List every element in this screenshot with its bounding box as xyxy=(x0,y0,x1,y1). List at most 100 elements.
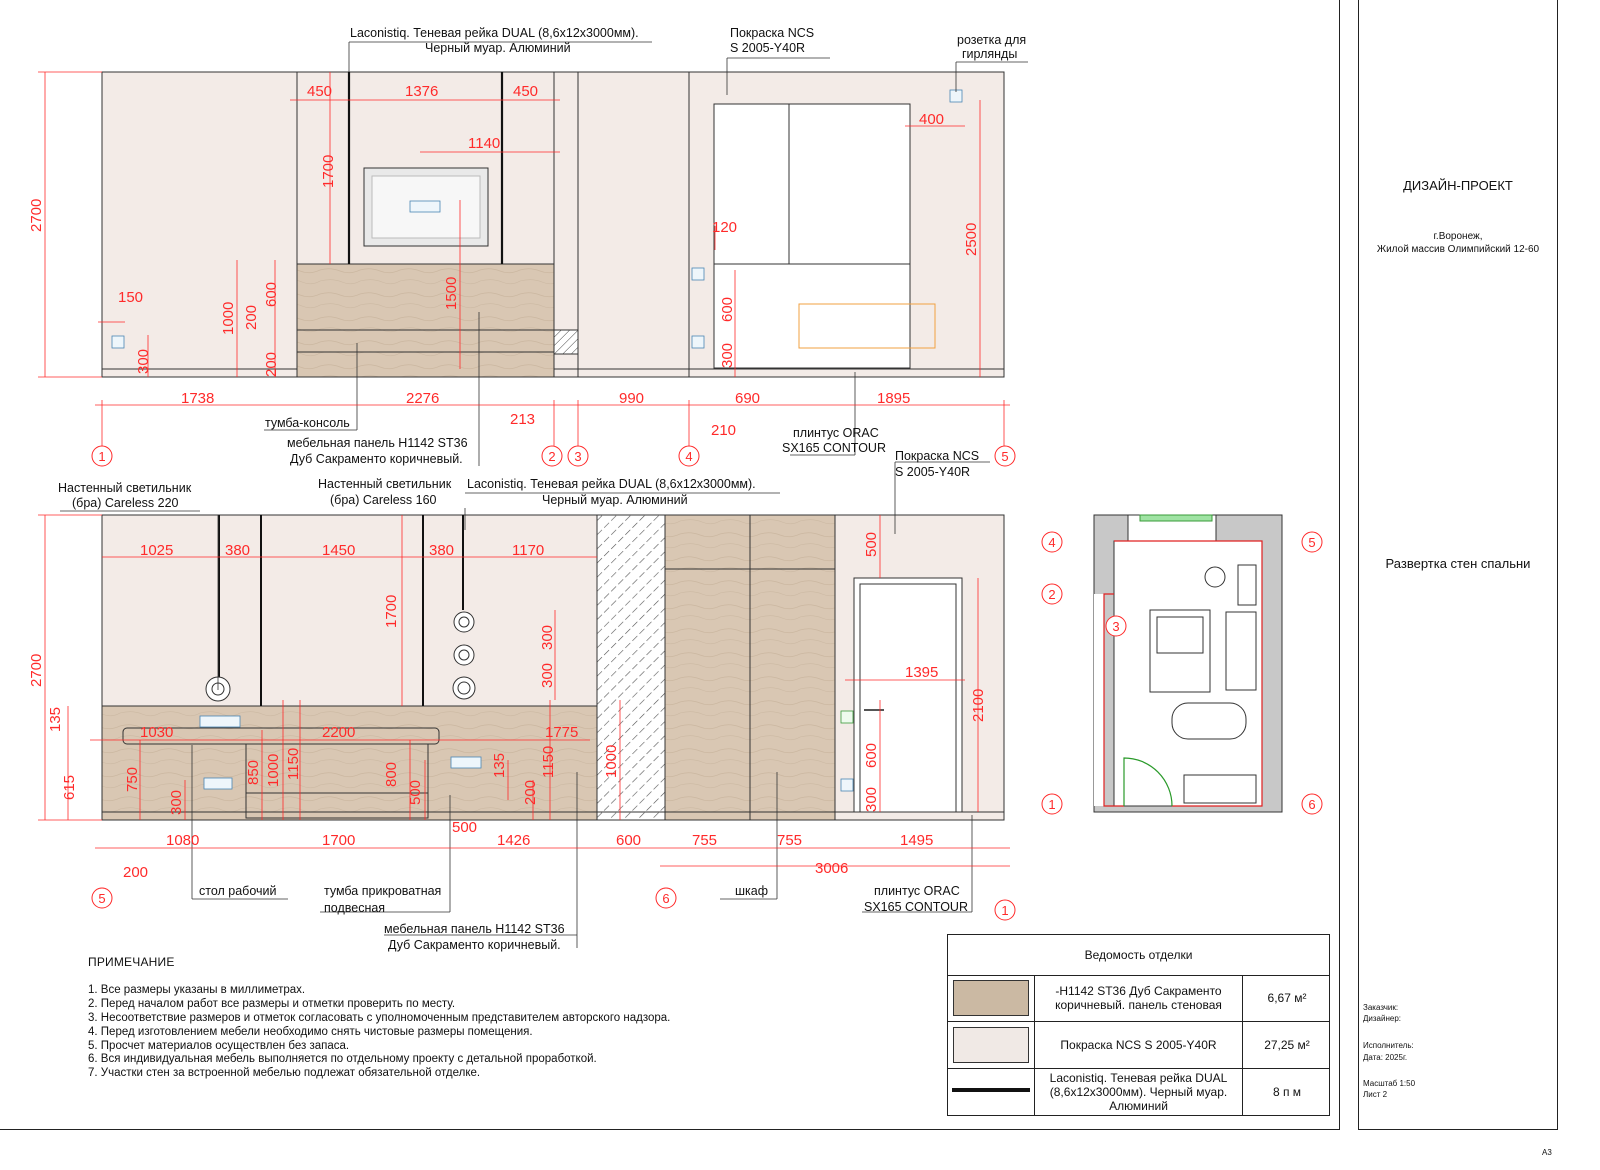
bottom-elevation xyxy=(101,514,1005,821)
top-axis-3: 3 xyxy=(574,449,581,464)
project-address: Жилой массив Олимпийский 12-60 xyxy=(1376,244,1540,255)
bottom-panel-label-2: Дуб Сакраменто коричневый. xyxy=(388,938,561,952)
finish-quantity: 27,25 м² xyxy=(1264,1038,1310,1052)
dim-bot-500c: 500 xyxy=(452,819,477,836)
dim-bot-600b: 600 xyxy=(616,832,641,849)
finish-schedule: Ведомость отделки -H1142 ST36 Дуб Сакрам… xyxy=(947,934,1330,1116)
dim-bot-2100: 2100 xyxy=(970,689,987,722)
bottom-axis-6: 6 xyxy=(662,891,669,906)
title-block-frame xyxy=(1358,0,1558,1130)
dim-top-990: 990 xyxy=(619,390,644,407)
note-item: 5. Просчет материалов осуществлен без за… xyxy=(88,1039,350,1052)
dim-bot-1000b: 1000 xyxy=(603,745,620,778)
dim-bot-3006: 3006 xyxy=(815,860,848,877)
dim-bot-500: 500 xyxy=(863,532,880,557)
bottom-lamp1-label-2: (бра) Careless 220 xyxy=(72,496,179,510)
dim-top-450b: 450 xyxy=(513,83,538,100)
note-item: 7. Участки стен за встроенной мебелью по… xyxy=(88,1067,481,1080)
finish-swatch xyxy=(948,1022,1035,1068)
dim-bot-755a: 755 xyxy=(692,832,717,849)
bottom-bedside-label: тумба прикроватная xyxy=(324,884,441,898)
finish-swatch xyxy=(948,1069,1035,1115)
dim-bot-1025: 1025 xyxy=(140,542,173,559)
dim-bot-600: 600 xyxy=(863,743,880,768)
note-item: 4. Перед изготовлением мебели необходимо… xyxy=(88,1025,533,1038)
project-city: г.Воронеж, xyxy=(1433,231,1483,242)
date-label: Дата: 2025г. xyxy=(1363,1053,1408,1062)
finish-swatch xyxy=(948,975,1035,1021)
bottom-panel-label: мебельная панель H1142 ST36 xyxy=(384,922,565,936)
note-item: 3. Несоответствие размеров и отметок сог… xyxy=(88,1011,671,1024)
finish-description: Laconistiq. Теневая рейка DUAL (8,6х12х3… xyxy=(1035,1069,1243,1115)
dim-bot-1700: 1700 xyxy=(383,595,400,628)
top-hatched-insert xyxy=(553,329,579,355)
dim-top-600: 600 xyxy=(263,282,280,307)
plan-axis-6: 6 xyxy=(1308,797,1315,812)
top-panel-label: мебельная панель H1142 ST36 xyxy=(287,436,468,450)
dim-bot-850: 850 xyxy=(245,760,262,785)
dim-bot-1700b: 1700 xyxy=(322,832,355,849)
dim-bot-755b: 755 xyxy=(777,832,802,849)
dim-top-213: 213 xyxy=(510,411,535,428)
plan-axis-4: 4 xyxy=(1048,535,1055,550)
top-panel-label-2: Дуб Сакраменто коричневый. xyxy=(290,452,463,466)
dim-bot-380b: 380 xyxy=(429,542,454,559)
note-item: 1. Все размеры указаны в миллиметрах. xyxy=(88,983,306,996)
dim-bot-1150: 1150 xyxy=(285,748,302,780)
dim-bot-135b: 135 xyxy=(491,753,508,778)
dim-bot-1495: 1495 xyxy=(900,832,933,849)
dim-bot-380a: 380 xyxy=(225,542,250,559)
dim-top-height: 2700 xyxy=(28,199,45,232)
bottom-desk-label: стол рабочий xyxy=(199,884,277,898)
paper-format-label: А3 xyxy=(1542,1148,1552,1157)
finish-description: Покраска NCS S 2005-Y40R xyxy=(1035,1022,1243,1068)
bottom-paint-label: Покраска NCS xyxy=(895,449,979,463)
dim-top-300b: 300 xyxy=(719,343,736,368)
dim-top-1895: 1895 xyxy=(877,390,910,407)
bedroom-plan xyxy=(1093,514,1283,813)
dimension-lines xyxy=(38,71,1010,867)
dim-bot-135: 135 xyxy=(47,707,64,732)
dim-top-200: 200 xyxy=(243,305,260,330)
dim-bot-1000: 1000 xyxy=(265,754,282,787)
top-axis-5: 5 xyxy=(1001,449,1008,464)
dim-bot-500b: 500 xyxy=(407,780,424,805)
dim-bot-300b: 300 xyxy=(539,663,556,688)
top-socket-label: розетка для xyxy=(957,33,1026,47)
top-axis-2: 2 xyxy=(548,449,555,464)
finish-row: Покраска NCS S 2005-Y40R 27,25 м² xyxy=(948,1022,1329,1069)
dim-bot-615: 615 xyxy=(61,775,78,800)
dim-bot-300d: 300 xyxy=(863,787,880,812)
sheet-title: Развертка стен спальни xyxy=(1385,556,1531,571)
top-paint-label-2: S 2005-Y40R xyxy=(730,41,805,55)
elevations-drawing: Laconistiq. Теневая рейка DUAL (8,6х12х3… xyxy=(28,26,1323,952)
note-item: 2. Перед началом работ все размеры и отм… xyxy=(88,997,456,1010)
dim-top-1738: 1738 xyxy=(181,390,214,407)
bottom-bedside-label-2: подвесная xyxy=(324,901,385,915)
top-axis-4: 4 xyxy=(685,449,692,464)
dim-top-690: 690 xyxy=(735,390,760,407)
top-rail-label: Laconistiq. Теневая рейка DUAL (8,6х12х3… xyxy=(350,26,639,40)
executor-label: Исполнитель: xyxy=(1363,1041,1414,1050)
dim-bot-1080: 1080 xyxy=(166,832,199,849)
plan-axis-3: 3 xyxy=(1112,619,1119,634)
dim-top-450a: 450 xyxy=(307,83,332,100)
dim-bot-1450: 1450 xyxy=(322,542,355,559)
dim-top-600b: 600 xyxy=(719,297,736,322)
top-console-panel xyxy=(296,263,555,378)
sheet-number-label: Лист 2 xyxy=(1363,1090,1388,1099)
bottom-axis-5: 5 xyxy=(98,891,105,906)
dim-bot-1170: 1170 xyxy=(512,542,544,559)
bottom-hatched-column xyxy=(596,514,666,821)
customer-label: Заказчик: xyxy=(1363,1003,1399,1012)
dim-top-1140: 1140 xyxy=(468,135,500,152)
bottom-rail-label: Laconistiq. Теневая рейка DUAL (8,6х12х3… xyxy=(467,477,756,491)
project-type: ДИЗАЙН-ПРОЕКТ xyxy=(1403,178,1513,193)
dim-bot-800: 800 xyxy=(383,762,400,787)
dim-top-1700: 1700 xyxy=(320,155,337,188)
dim-bot-750: 750 xyxy=(124,767,141,792)
bottom-wood-panel xyxy=(101,705,598,821)
notes-block: ПРИМЕЧАНИЕ 1. Все размеры указаны в милл… xyxy=(88,955,671,1081)
wardrobe-left xyxy=(664,514,751,821)
bottom-wardrobe-label: шкаф xyxy=(735,884,768,898)
